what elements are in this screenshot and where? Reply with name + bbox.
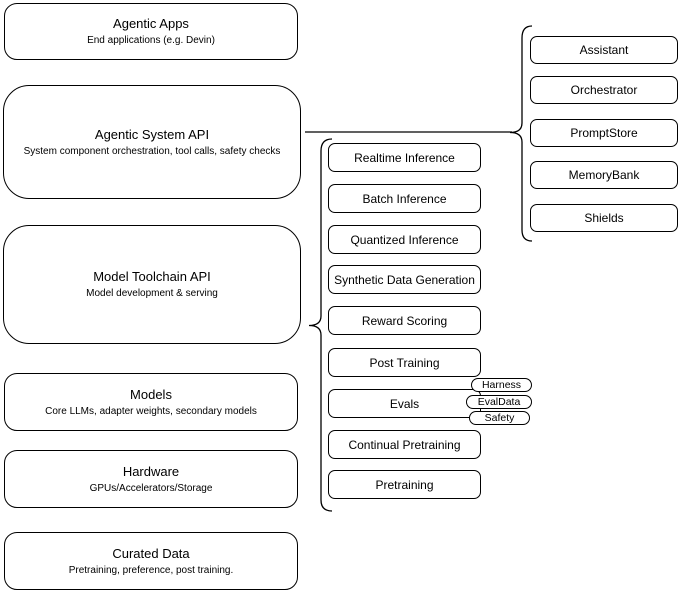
service-quantized-inference: Quantized Inference (328, 225, 481, 254)
service-post-training: Post Training (328, 348, 481, 377)
eval-tag-harness: Harness (471, 378, 532, 392)
components-group-brace (509, 25, 533, 242)
node-model-toolchain-api: Model Toolchain API Model development & … (3, 225, 301, 344)
service-label: Synthetic Data Generation (334, 272, 475, 287)
service-label: Quantized Inference (350, 232, 459, 247)
node-agentic-apps: Agentic Apps End applications (e.g. Devi… (4, 3, 298, 60)
node-hardware: Hardware GPUs/Accelerators/Storage (4, 450, 298, 508)
service-synthetic-data-generation: Synthetic Data Generation (328, 265, 481, 294)
component-label: Assistant (579, 43, 629, 57)
node-title: Model Toolchain API (93, 269, 211, 284)
service-realtime-inference: Realtime Inference (328, 143, 481, 172)
component-label: MemoryBank (568, 168, 640, 182)
component-label: Orchestrator (570, 83, 638, 97)
eval-tag-label: Safety (484, 412, 515, 424)
service-label: Pretraining (375, 477, 434, 492)
component-assistant: Assistant (530, 36, 678, 64)
eval-tag-evaldata: EvalData (466, 395, 532, 409)
node-title: Hardware (122, 463, 180, 479)
component-orchestrator: Orchestrator (530, 76, 678, 104)
service-label: Batch Inference (362, 191, 447, 206)
eval-tag-label: EvalData (477, 396, 521, 408)
node-title: Models (130, 386, 172, 402)
component-label: PromptStore (570, 126, 638, 140)
component-memorybank: MemoryBank (530, 161, 678, 189)
service-label: Reward Scoring (361, 313, 448, 328)
node-subtitle: Core LLMs, adapter weights, secondary mo… (45, 405, 257, 417)
service-continual-pretraining: Continual Pretraining (328, 430, 481, 459)
service-label: Realtime Inference (354, 150, 455, 165)
node-title: Agentic System API (94, 126, 210, 142)
eval-tag-label: Harness (481, 379, 522, 391)
toolchain-group-brace (308, 138, 333, 512)
service-reward-scoring: Reward Scoring (328, 306, 481, 335)
component-promptstore: PromptStore (530, 119, 678, 147)
service-evals: Evals (328, 389, 481, 418)
service-pretraining: Pretraining (328, 470, 481, 499)
node-subtitle: End applications (e.g. Devin) (87, 35, 215, 46)
node-subtitle: Pretraining, preference, post training. (68, 564, 234, 576)
node-models: Models Core LLMs, adapter weights, secon… (4, 373, 298, 431)
service-label: Continual Pretraining (348, 437, 461, 452)
node-subtitle: Model development & serving (86, 288, 218, 299)
node-subtitle: System component orchestration, tool cal… (23, 145, 281, 157)
service-label: Evals (389, 396, 420, 411)
component-shields: Shields (530, 204, 678, 232)
node-subtitle: GPUs/Accelerators/Storage (89, 482, 213, 494)
node-title: Curated Data (112, 545, 190, 561)
node-agentic-system-api: Agentic System API System component orch… (3, 85, 301, 199)
service-label: Post Training (369, 355, 440, 370)
node-title: Agentic Apps (113, 16, 189, 31)
eval-tag-safety: Safety (469, 411, 530, 425)
service-batch-inference: Batch Inference (328, 184, 481, 213)
component-label: Shields (584, 211, 624, 225)
node-curated-data: Curated Data Pretraining, preference, po… (4, 532, 298, 590)
